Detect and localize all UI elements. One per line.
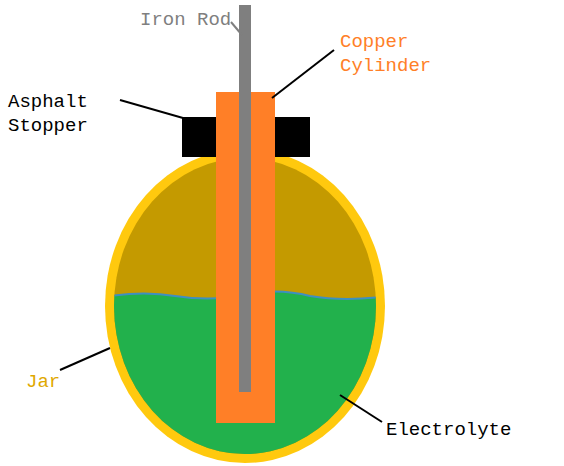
part-label: Jar — [26, 370, 86, 394]
part-label: Electrolyte — [386, 418, 536, 442]
leader-line — [272, 50, 334, 98]
leader-line — [340, 395, 382, 422]
part-label: Copper Cylinder — [340, 30, 450, 78]
leader-line — [60, 348, 110, 370]
leader-line — [231, 22, 242, 35]
part-label: Asphalt Stopper — [8, 90, 118, 138]
part-label: Iron Rod — [140, 8, 240, 32]
iron-rod — [239, 5, 251, 392]
leader-line — [120, 100, 190, 120]
